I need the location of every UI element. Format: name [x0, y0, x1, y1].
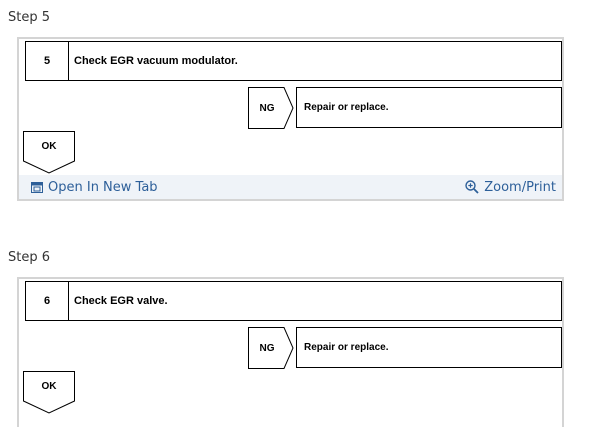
step-5-toolbar: Open In New Tab Zoom/Print	[19, 175, 562, 199]
ng-action-box: Repair or replace.	[296, 87, 562, 128]
step-5-title: Check EGR vacuum modulator.	[74, 55, 238, 67]
ng-action-box: Repair or replace.	[296, 327, 562, 368]
ok-arrow-shape	[23, 371, 75, 414]
ng-label: NG	[259, 342, 275, 354]
ng-arrow-shape	[248, 327, 294, 369]
zoom-print-label: Zoom/Print	[484, 179, 556, 195]
ok-label: OK	[41, 140, 57, 152]
step-5-number: 5	[26, 42, 69, 80]
zoom-in-icon	[465, 180, 479, 194]
step-5-heading: Step 5	[8, 10, 51, 25]
step-6-check-row: 6 Check EGR valve.	[25, 281, 562, 321]
ok-label: OK	[41, 380, 57, 392]
step-5-check-row: 5 Check EGR vacuum modulator.	[25, 41, 562, 81]
open-in-new-tab-label: Open In New Tab	[48, 179, 158, 195]
step-6-number: 6	[26, 282, 69, 320]
ng-arrow-shape	[248, 87, 294, 129]
new-tab-icon	[31, 181, 43, 193]
open-in-new-tab-link[interactable]: Open In New Tab	[31, 180, 158, 195]
step-6-diagram: 6 Check EGR valve. NG Repair or replace.…	[19, 279, 562, 415]
step-6-title: Check EGR valve.	[74, 295, 168, 307]
ng-label: NG	[259, 102, 275, 114]
step-6-card: 6 Check EGR valve. NG Repair or replace.…	[17, 277, 564, 427]
zoom-print-link[interactable]: Zoom/Print	[465, 180, 556, 195]
ok-arrow-shape	[23, 131, 75, 174]
step-6-heading: Step 6	[8, 250, 51, 265]
step-5-card: 5 Check EGR vacuum modulator. NG Repair …	[17, 37, 564, 201]
step-5-diagram: 5 Check EGR vacuum modulator. NG Repair …	[19, 39, 562, 175]
